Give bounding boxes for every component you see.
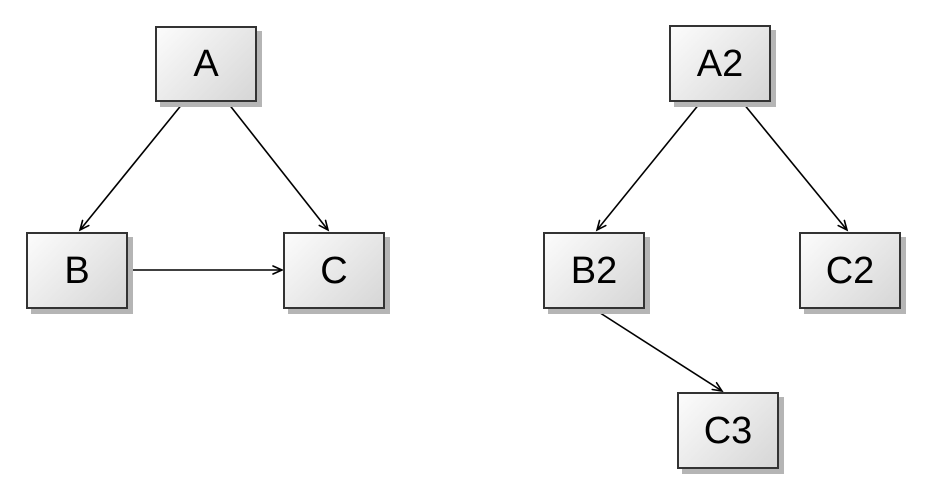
edge-A2-to-B2 bbox=[595, 102, 701, 232]
edge-A2-to-C2 bbox=[742, 102, 849, 232]
node-C2: C2 bbox=[799, 232, 901, 309]
node-A2: A2 bbox=[669, 25, 771, 102]
node-B2: B2 bbox=[543, 232, 645, 309]
edge-B2-to-C3 bbox=[593, 308, 724, 393]
node-label-A: A bbox=[193, 43, 219, 85]
node-label-B: B bbox=[64, 249, 90, 292]
edge-A-to-B bbox=[78, 102, 184, 232]
node-C3: C3 bbox=[677, 392, 779, 469]
node-label-C2: C2 bbox=[825, 249, 875, 292]
node-C: C bbox=[283, 232, 385, 309]
node-label-B2: B2 bbox=[570, 249, 618, 292]
edge-A-to-C bbox=[227, 102, 330, 232]
node-B: B bbox=[26, 232, 128, 309]
node-label-A2: A2 bbox=[696, 42, 744, 85]
node-label-C3: C3 bbox=[703, 409, 753, 452]
node-A: A bbox=[155, 26, 257, 102]
node-label-C: C bbox=[320, 249, 348, 292]
